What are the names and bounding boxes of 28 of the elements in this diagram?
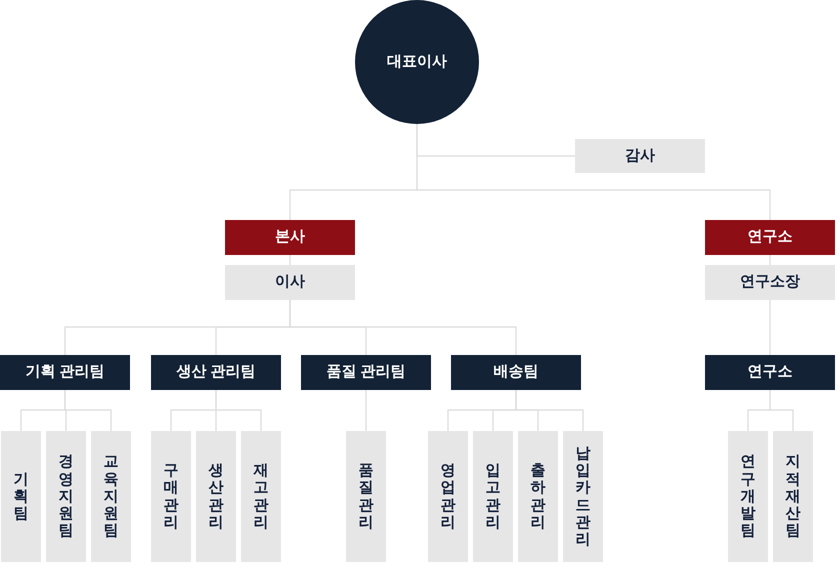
connector-line — [365, 390, 367, 431]
connector-line — [769, 255, 771, 265]
unit-box: 경영 지원팀 — [46, 431, 86, 562]
unit-box: 출하 관리 — [518, 431, 558, 562]
unit-box: 연구 개발팀 — [728, 431, 768, 562]
connector-line — [769, 390, 794, 431]
org-box: 이사 — [225, 265, 355, 300]
team-box: 품질 관리팀 — [301, 355, 431, 390]
unit-box: 지적 재산팀 — [773, 431, 813, 562]
unit-box: 입고 관리 — [473, 431, 513, 562]
connector-line — [289, 255, 291, 265]
team-box: 생산 관리팀 — [151, 355, 281, 390]
division-box: 연구소 — [705, 220, 835, 255]
team-box: 기획 관리팀 — [0, 355, 130, 390]
unit-box: 품질 관리 — [346, 431, 386, 562]
division-box: 본사 — [225, 220, 355, 255]
org-box: 감사 — [575, 139, 705, 173]
unit-box: 납입카드 관리 — [563, 431, 603, 562]
org-box: 연구소장 — [705, 265, 835, 300]
team-box: 연구소 — [705, 355, 835, 390]
unit-box: 구매 관리 — [151, 431, 191, 562]
team-box: 배송팀 — [451, 355, 581, 390]
unit-box: 재고 관리 — [241, 431, 281, 562]
connector-line — [769, 300, 771, 355]
unit-box: 기획팀 — [1, 431, 41, 562]
unit-box: 교육 지원팀 — [91, 431, 131, 562]
unit-box: 영업 관리 — [428, 431, 468, 562]
unit-box: 생산 관리 — [196, 431, 236, 562]
